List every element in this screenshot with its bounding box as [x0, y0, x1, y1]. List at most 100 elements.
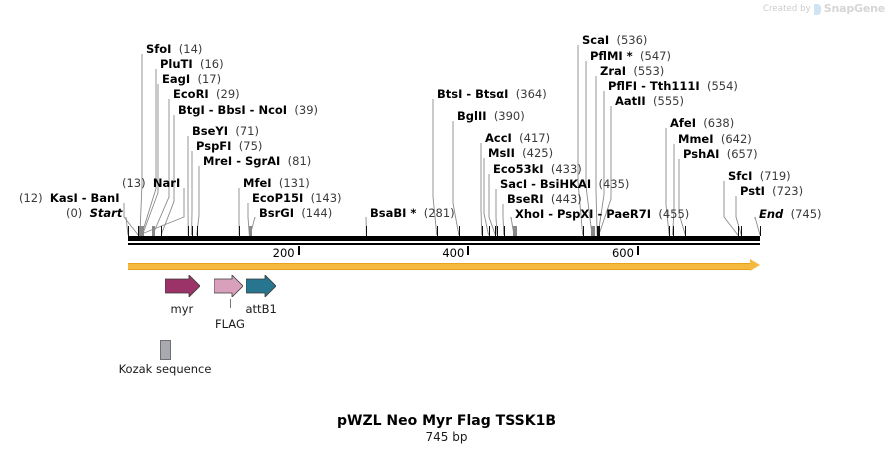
- enzyme-label[interactable]: PspFI (75): [196, 140, 262, 152]
- enzyme-label[interactable]: (0) Start: [66, 207, 122, 219]
- restriction-site-mark[interactable]: [458, 226, 460, 236]
- restriction-site-mark[interactable]: [669, 226, 671, 236]
- enzyme-label[interactable]: PflFI - Tth111I (554): [608, 80, 738, 92]
- enzyme-label[interactable]: (12) KasI - BanI: [19, 192, 120, 204]
- kozak-sequence-box[interactable]: [160, 340, 171, 360]
- enzyme-label[interactable]: (13) NarI: [122, 177, 180, 189]
- restriction-site-mark-cluster[interactable]: [138, 226, 144, 236]
- enzyme-position: (553): [633, 64, 665, 78]
- snapgene-watermark: Created by SnapGene: [763, 2, 885, 15]
- restriction-site-mark[interactable]: [196, 226, 198, 236]
- enzyme-label[interactable]: AatII (555): [615, 95, 684, 107]
- enzyme-label[interactable]: EcoP15I (143): [252, 192, 342, 204]
- enzyme-position: (443): [550, 192, 582, 206]
- enzyme-name: AatII: [615, 94, 646, 108]
- enzyme-label[interactable]: BseRI (443): [507, 193, 582, 205]
- restriction-site-mark[interactable]: [191, 226, 193, 236]
- enzyme-label[interactable]: AfeI (638): [670, 117, 734, 129]
- restriction-site-mark[interactable]: [597, 226, 599, 236]
- page-title: pWZL Neo Myr Flag TSSK1B: [336, 413, 556, 429]
- enzyme-name: BseRI: [507, 192, 544, 206]
- leader-line: [160, 115, 175, 236]
- restriction-site-mark[interactable]: [128, 226, 129, 236]
- enzyme-position: (75): [238, 139, 263, 153]
- feature-arrow-myr[interactable]: [165, 275, 200, 297]
- enzyme-label[interactable]: Eco53kI (433): [493, 163, 582, 175]
- restriction-site-mark[interactable]: [741, 226, 743, 236]
- enzyme-label[interactable]: MreI - SgrAI (81): [203, 155, 311, 167]
- enzyme-label[interactable]: MsII (425): [488, 147, 553, 159]
- feature-label-connector: [230, 299, 231, 308]
- orf-arrow-head: [750, 259, 760, 271]
- restriction-site-mark[interactable]: [598, 226, 599, 236]
- feature-label-attb1: attB1: [245, 302, 277, 316]
- enzyme-label[interactable]: End (745): [759, 208, 822, 220]
- enzyme-position: (131): [278, 176, 310, 190]
- enzyme-name: EcoRI: [173, 87, 209, 101]
- restriction-site-mark-cluster[interactable]: [591, 226, 595, 236]
- enzyme-position: (638): [703, 116, 735, 130]
- enzyme-label[interactable]: MfeI (131): [243, 177, 310, 189]
- restriction-site-mark[interactable]: [188, 226, 190, 236]
- enzyme-name: PluTI: [160, 57, 193, 71]
- feature-arrow-attb1[interactable]: [246, 275, 276, 297]
- enzyme-label[interactable]: BsrGI (144): [259, 207, 332, 219]
- enzyme-label[interactable]: SfoI (14): [146, 43, 202, 55]
- enzyme-position: (12): [19, 191, 43, 205]
- enzyme-label[interactable]: PstI (723): [740, 185, 803, 197]
- restriction-site-mark[interactable]: [488, 226, 490, 236]
- watermark-brand: SnapGene: [823, 2, 885, 15]
- enzyme-label[interactable]: BsaBI * (281): [370, 207, 455, 219]
- enzyme-label[interactable]: AccI (417): [485, 132, 550, 144]
- restriction-site-mark[interactable]: [503, 226, 505, 236]
- restriction-site-mark[interactable]: [138, 226, 140, 236]
- enzyme-name: End: [759, 207, 784, 221]
- enzyme-label[interactable]: BtsI - BtsαI (364): [437, 88, 547, 100]
- enzyme-label[interactable]: EcoRI (29): [173, 88, 240, 100]
- enzyme-label[interactable]: BseYI (71): [192, 125, 259, 137]
- restriction-site-mark[interactable]: [685, 226, 687, 236]
- enzyme-label[interactable]: SfcI (719): [728, 170, 791, 182]
- enzyme-position: (390): [493, 109, 525, 123]
- enzyme-label[interactable]: ZraI (553): [600, 65, 664, 77]
- enzyme-name: AfeI: [670, 116, 696, 130]
- restriction-site-mark[interactable]: [760, 226, 761, 236]
- restriction-site-mark[interactable]: [497, 226, 498, 236]
- restriction-site-mark[interactable]: [161, 226, 163, 236]
- restriction-site-mark[interactable]: [239, 226, 241, 236]
- restriction-site-mark[interactable]: [495, 226, 497, 236]
- enzyme-label[interactable]: PshAI (657): [683, 148, 758, 160]
- leader-line: [152, 99, 170, 236]
- feature-arrow-flag[interactable]: [214, 275, 243, 297]
- restriction-site-mark[interactable]: [737, 226, 739, 236]
- restriction-site-mark-cluster[interactable]: [513, 226, 517, 236]
- enzyme-label[interactable]: XhoI - PspXI - PaeR7I (455): [515, 208, 689, 220]
- enzyme-position: (144): [301, 206, 333, 220]
- enzyme-name: ScaI: [582, 33, 610, 47]
- enzyme-label[interactable]: PluTI (16): [160, 58, 224, 70]
- enzyme-label[interactable]: SacI - BsiHKAI (435): [500, 178, 629, 190]
- restriction-site-mark-cluster[interactable]: [249, 226, 253, 236]
- restriction-site-mark[interactable]: [672, 226, 674, 236]
- enzyme-label[interactable]: BtgI - BbsI - NcoI (39): [178, 104, 318, 116]
- enzyme-position: (0): [66, 206, 83, 220]
- enzyme-label[interactable]: EagI (17): [162, 73, 221, 85]
- leader-line: [480, 143, 483, 236]
- enzyme-label[interactable]: BglII (390): [457, 110, 525, 122]
- enzyme-position: (14): [178, 42, 203, 56]
- enzyme-name: MmeI: [678, 132, 714, 146]
- restriction-site-mark[interactable]: [366, 226, 368, 236]
- restriction-site-mark-cluster[interactable]: [151, 226, 155, 236]
- enzyme-name: EagI: [162, 72, 191, 86]
- enzyme-label[interactable]: ScaI (536): [582, 34, 647, 46]
- restriction-site-mark[interactable]: [598, 226, 600, 236]
- enzyme-name: Start: [89, 206, 123, 220]
- restriction-site-mark[interactable]: [436, 226, 438, 236]
- enzyme-name: BtsI - BtsαI: [437, 87, 509, 101]
- restriction-site-mark[interactable]: [582, 226, 584, 236]
- enzyme-name: KasI - BanI: [49, 191, 120, 205]
- restriction-site-mark[interactable]: [481, 226, 483, 236]
- enzyme-label[interactable]: PflMI * (547): [590, 50, 671, 62]
- enzyme-label[interactable]: MmeI (642): [678, 133, 752, 145]
- ruler-tick-label: 400: [442, 246, 465, 260]
